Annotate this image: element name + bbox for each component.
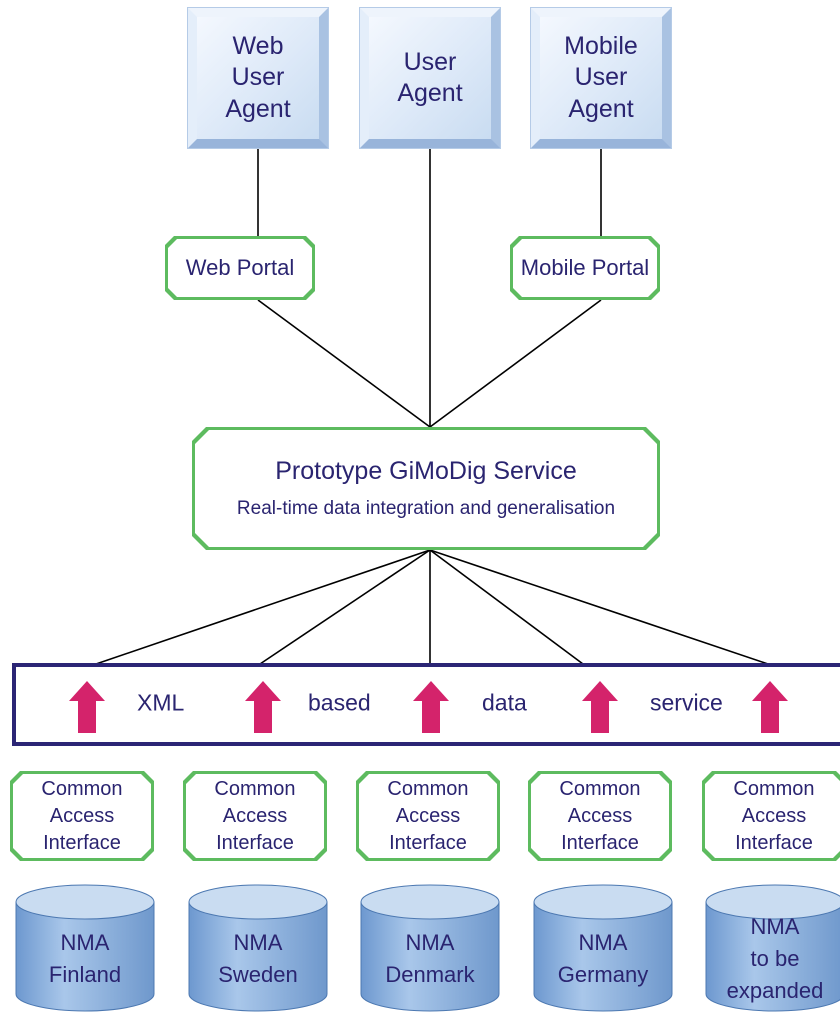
up-arrow-icon [752, 681, 788, 733]
line-mobile-portal-to-service [429, 299, 602, 428]
common-access-interface-expanded: Common Access Interface [702, 771, 840, 861]
service-subtitle: Real-time data integration and generalis… [236, 498, 616, 519]
up-arrow-icon [413, 681, 449, 733]
database-nma-to-be-expanded: NMA to be expanded [705, 884, 840, 1014]
database-label: NMA Finland [48, 930, 122, 987]
mobile-user-agent-box: Mobile User Agent [531, 8, 671, 148]
database-label: NMA to be expanded [726, 914, 824, 1003]
database-label: NMA Sweden [218, 930, 298, 987]
band-word-xml: XML [137, 689, 185, 716]
line-service-to-band-2 [259, 549, 431, 665]
band-word-data: data [482, 689, 527, 716]
common-access-interface-germany: Common Access Interface [528, 771, 672, 861]
database-cylinder-icon [533, 884, 673, 1012]
line-service-to-band-1 [95, 549, 431, 665]
service-title: Prototype GiMoDig Service [275, 457, 577, 485]
up-arrow-icon [582, 681, 618, 733]
cai-label: Common Access Interface [214, 777, 296, 854]
mobile-portal-box: Mobile Portal [510, 236, 660, 300]
band-word-based: based [308, 689, 371, 716]
mobile-portal-label: Mobile Portal [520, 255, 650, 280]
user-agent-label: User Agent [397, 47, 463, 107]
common-access-interface-sweden: Common Access Interface [183, 771, 327, 861]
line-service-to-band-5 [429, 549, 769, 665]
database-label: NMA Denmark [385, 930, 475, 987]
user-agent-box: User Agent [360, 8, 500, 148]
database-nma-denmark: NMA Denmark [360, 884, 500, 1014]
database-cylinder-icon [188, 884, 328, 1012]
cai-label: Common Access Interface [41, 777, 123, 854]
up-arrow-icon [245, 681, 281, 733]
database-cylinder-icon [705, 884, 840, 1012]
database-nma-sweden: NMA Sweden [188, 884, 328, 1014]
mobile-user-agent-label: Mobile User Agent [564, 32, 638, 123]
web-user-agent-box: Web User Agent [188, 8, 328, 148]
web-portal-label: Web Portal [185, 255, 295, 280]
cai-label: Common Access Interface [387, 777, 469, 854]
cai-label: Common Access Interface [559, 777, 641, 854]
band-word-service: service [650, 689, 723, 716]
database-nma-germany: NMA Germany [533, 884, 673, 1014]
common-access-interface-finland: Common Access Interface [10, 771, 154, 861]
database-cylinder-icon [15, 884, 155, 1012]
gimodig-service-box: Prototype GiMoDig Service Real-time data… [192, 427, 660, 550]
database-label: NMA Germany [557, 930, 649, 987]
xml-data-service-band: XML based data service [12, 663, 840, 746]
cai-label: Common Access Interface [733, 777, 815, 854]
line-web-portal-to-service [257, 299, 431, 428]
web-user-agent-label: Web User Agent [225, 32, 291, 123]
database-cylinder-icon [360, 884, 500, 1012]
up-arrow-icon [69, 681, 105, 733]
web-portal-box: Web Portal [165, 236, 315, 300]
line-service-to-band-4 [429, 549, 584, 665]
database-nma-finland: NMA Finland [15, 884, 155, 1014]
common-access-interface-denmark: Common Access Interface [356, 771, 500, 861]
